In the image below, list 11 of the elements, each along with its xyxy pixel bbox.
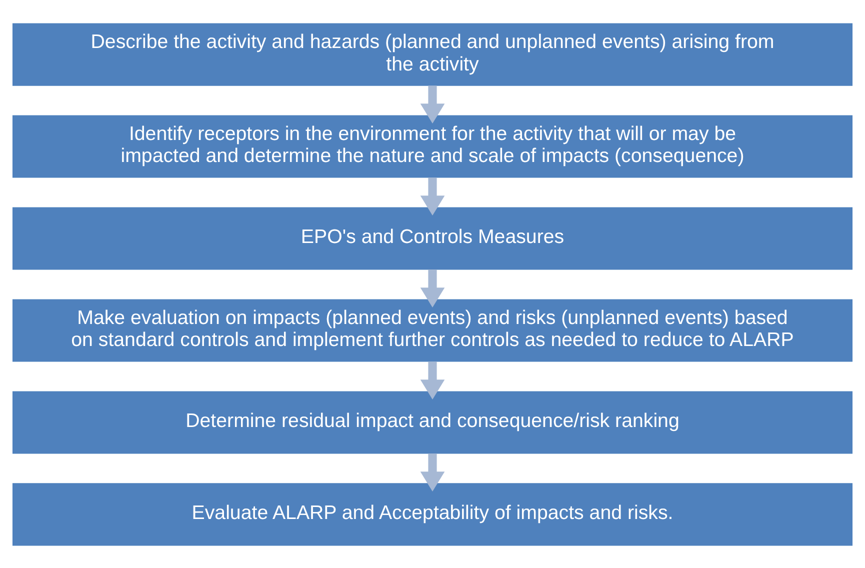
arrow (420, 361, 445, 399)
node-box: Evaluate ALARP and Acceptability of impacts and risks. (12, 482, 853, 546)
node-box: Describe the activity and hazards (planned and unplanned events) arising from the activity (12, 22, 853, 86)
node-box: Make evaluation on impacts (planned events) and risks (unplanned events) based on standard controls and implement further controls as needed to reduce to ALARP (12, 298, 853, 362)
node-box: Identify receptors in the environment for the activity that will or may be impacted and determine the nature and scale of impacts (consequence) (12, 114, 853, 178)
arrow (420, 453, 445, 491)
node-box: EPO's and Controls Measures (12, 206, 853, 270)
arrow (420, 85, 445, 124)
arrow (420, 269, 445, 307)
node-box: Determine residual impact and consequence/risk ranking (12, 390, 853, 454)
arrow (420, 177, 445, 216)
